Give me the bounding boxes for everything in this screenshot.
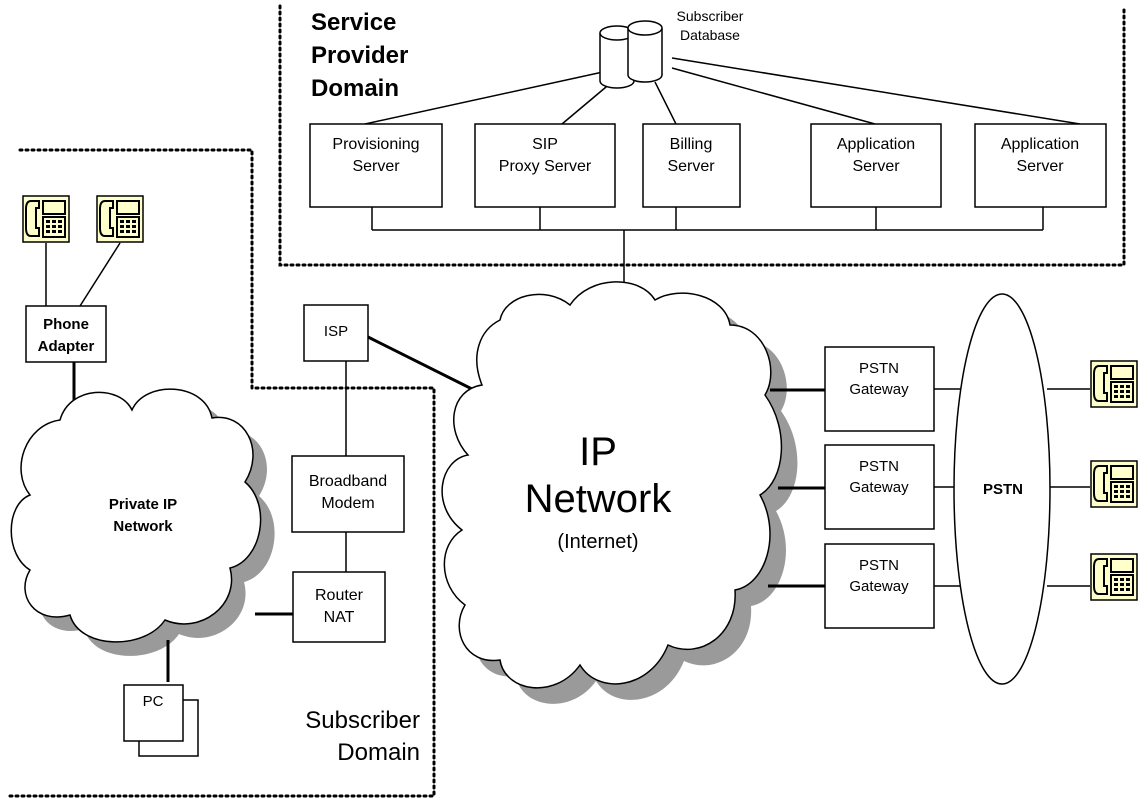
ip-network-cloud [441, 281, 798, 704]
private-network-label-line2: Network [113, 518, 173, 535]
pstn-phone-icon-1 [1090, 360, 1138, 408]
billing-server: Billing Server [642, 123, 741, 208]
pstn-phone-icon-2 [1090, 460, 1138, 508]
subscriber-database-label-line1: Subscriber [677, 8, 744, 24]
broadband-modem-label-line1: Broadband [309, 473, 387, 490]
isp-box: ISP [303, 304, 369, 362]
router-label-line1: Router [315, 587, 364, 604]
ip-network-label-line2: Network [525, 477, 673, 521]
sip-proxy-server-label-line2: Proxy Server [499, 158, 592, 175]
billing-server-label-line2: Server [667, 158, 715, 175]
subscriber-domain-label-line1: Subscriber [305, 707, 420, 734]
broadband-modem: Broadband Modem [291, 455, 405, 533]
private-ip-network-cloud [10, 388, 275, 656]
sip-proxy-server: SIP Proxy Server [474, 123, 616, 208]
subscriber-database-icon [599, 20, 663, 89]
provisioning-server-label-line2: Server [352, 158, 400, 175]
pstn-gateway-1: PSTN Gateway [824, 346, 935, 432]
database-links [364, 57, 1081, 125]
service-domain-title-line1: Service [311, 9, 396, 36]
pstn-gateway-2: PSTN Gateway [824, 444, 935, 530]
application-server-1-label-line1: Application [837, 136, 915, 153]
private-network-label-line1: Private IP [109, 496, 177, 513]
service-provider-domain-boundary [278, 4, 1126, 267]
ip-phone-icon-1 [22, 195, 70, 243]
gateway1-label-line2: Gateway [849, 381, 909, 398]
ip-phone-icon-2 [96, 195, 144, 243]
billing-server-label-line1: Billing [670, 136, 713, 153]
pc-icon [123, 684, 199, 757]
provisioning-server: Provisioning Server [309, 123, 443, 208]
pstn-gateway-3: PSTN Gateway [824, 543, 935, 629]
ip-network-label-line1: IP [579, 430, 617, 474]
gateway3-label-line2: Gateway [849, 578, 909, 595]
application-server-2-label-line2: Server [1016, 158, 1064, 175]
isp-internet-link [367, 335, 481, 395]
pstn-phone-icon-3 [1090, 553, 1138, 601]
phone-adapter: Phone Adapter [25, 305, 107, 363]
gateway2-label-line2: Gateway [849, 479, 909, 496]
phone-adapter-label-line2: Adapter [38, 338, 95, 355]
subscriber-domain-boundary [8, 148, 436, 798]
broadband-modem-label-line2: Modem [321, 495, 374, 512]
phone2-link [79, 242, 121, 307]
router-nat: Router NAT [292, 571, 386, 643]
pc-label: PC [143, 693, 164, 710]
service-domain-title-line3: Domain [311, 75, 399, 102]
application-server-2-label-line1: Application [1001, 136, 1079, 153]
application-server-1-label-line2: Server [852, 158, 900, 175]
router-label-line2: NAT [324, 609, 355, 626]
subscriber-database-label-line2: Database [680, 27, 740, 43]
subscriber-domain-label-line2: Domain [337, 739, 420, 766]
provisioning-server-label-line1: Provisioning [332, 136, 419, 153]
gateway2-label-line1: PSTN [859, 458, 899, 475]
pstn-label: PSTN [983, 481, 1023, 498]
phone-adapter-label-line1: Phone [43, 316, 89, 333]
service-domain-title-line2: Provider [311, 42, 408, 69]
ip-network-label-line3: (Internet) [557, 531, 638, 553]
isp-label: ISP [324, 323, 348, 340]
pstn-cloud [953, 293, 1051, 685]
gateway3-label-line1: PSTN [859, 557, 899, 574]
application-server-2: Application Server [974, 123, 1107, 208]
application-server-1: Application Server [810, 123, 942, 208]
server-lan-bus [371, 207, 1044, 300]
gateway1-label-line1: PSTN [859, 360, 899, 377]
sip-proxy-server-label-line1: SIP [532, 136, 558, 153]
